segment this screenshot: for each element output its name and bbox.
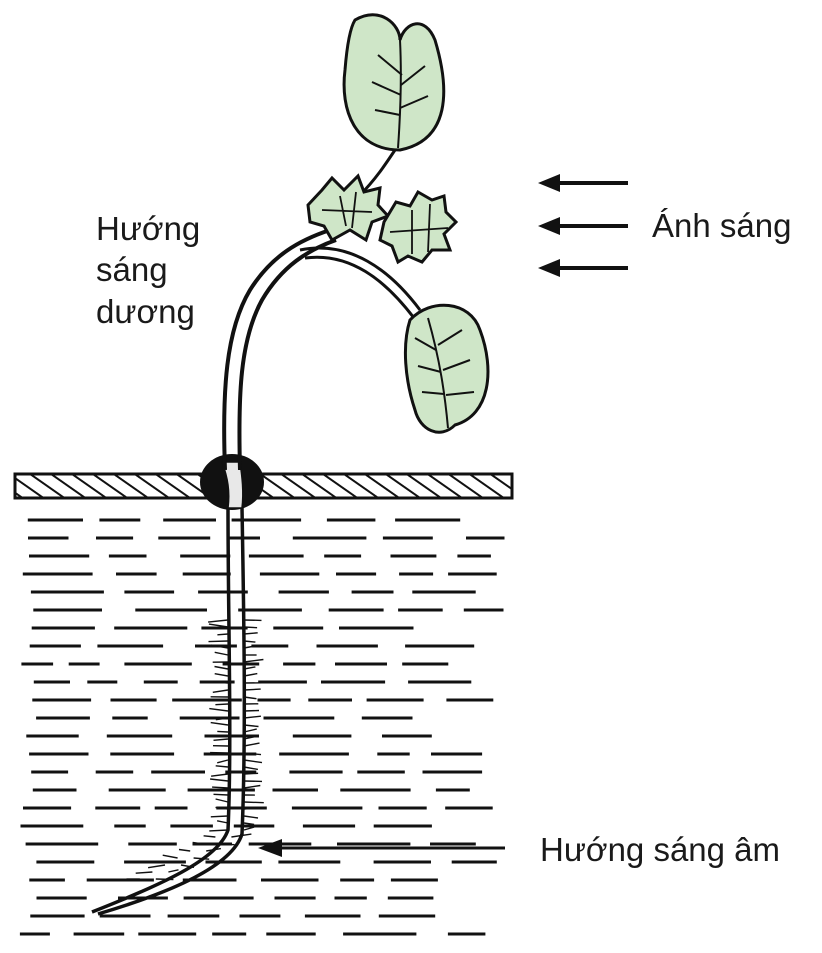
root-hair <box>216 766 228 767</box>
root-hair <box>215 674 228 676</box>
soil-layer <box>20 520 505 934</box>
root-hair <box>244 767 258 769</box>
root-hair <box>244 760 262 763</box>
root-hair <box>194 858 210 859</box>
root-hair <box>215 667 229 670</box>
root-hair <box>244 633 258 634</box>
negative-phototropism-label: Hướng sáng âm <box>540 829 780 870</box>
root-hair <box>244 802 264 803</box>
root-hair <box>214 739 229 740</box>
root-hair <box>244 773 258 774</box>
root-hair <box>215 652 228 655</box>
positive-label-line1: Hướng <box>96 208 200 249</box>
root <box>92 508 264 914</box>
root-hair <box>244 743 260 746</box>
lower-leaf <box>405 305 488 432</box>
root-hair <box>217 731 228 732</box>
root-hair <box>209 830 228 831</box>
light-label: Ánh sáng <box>652 205 791 246</box>
root-hair <box>209 641 229 642</box>
root-hair <box>244 816 258 818</box>
root-hair <box>244 823 254 825</box>
root-hair <box>244 725 259 727</box>
negative-arrow <box>258 839 505 857</box>
root-hair <box>212 787 228 788</box>
root-hair <box>210 779 228 781</box>
root-hair <box>204 836 216 837</box>
light-arrows <box>538 174 628 277</box>
positive-label-line3: dương <box>96 291 200 332</box>
root-hair <box>244 627 257 628</box>
root-hair <box>217 760 228 763</box>
root-hair <box>244 711 259 712</box>
root-hair <box>215 704 228 705</box>
root-hair <box>216 799 228 802</box>
root-hair <box>156 879 174 880</box>
positive-phototropism-label: Hướng sáng dương <box>96 208 200 332</box>
light-arrow-1 <box>538 174 628 192</box>
root-hair <box>214 794 229 795</box>
root-hair <box>244 786 260 789</box>
young-leaf-left <box>308 176 388 240</box>
root-hair <box>211 774 228 776</box>
root-hair <box>244 689 261 690</box>
root-hair <box>244 827 254 830</box>
root-hair <box>217 821 228 823</box>
root-hair <box>208 620 228 622</box>
root-hair <box>168 870 178 872</box>
root-hair <box>244 674 257 676</box>
root-hair <box>211 723 228 725</box>
top-leaf <box>344 15 444 150</box>
root-hair <box>213 690 228 692</box>
root-hair <box>209 709 228 711</box>
positive-label-line2: sáng <box>96 249 200 290</box>
light-arrow-3 <box>538 259 628 277</box>
root-hair <box>136 872 153 873</box>
root-hair <box>244 716 261 718</box>
root-hair <box>219 844 235 845</box>
young-leaf-right <box>380 192 456 262</box>
root-hair <box>148 865 165 868</box>
root-hair <box>179 850 190 852</box>
root-hair <box>244 660 263 663</box>
root-hair <box>163 855 178 858</box>
root-hair <box>211 816 228 817</box>
light-arrow-2 <box>538 217 628 235</box>
root-hair <box>217 634 228 635</box>
